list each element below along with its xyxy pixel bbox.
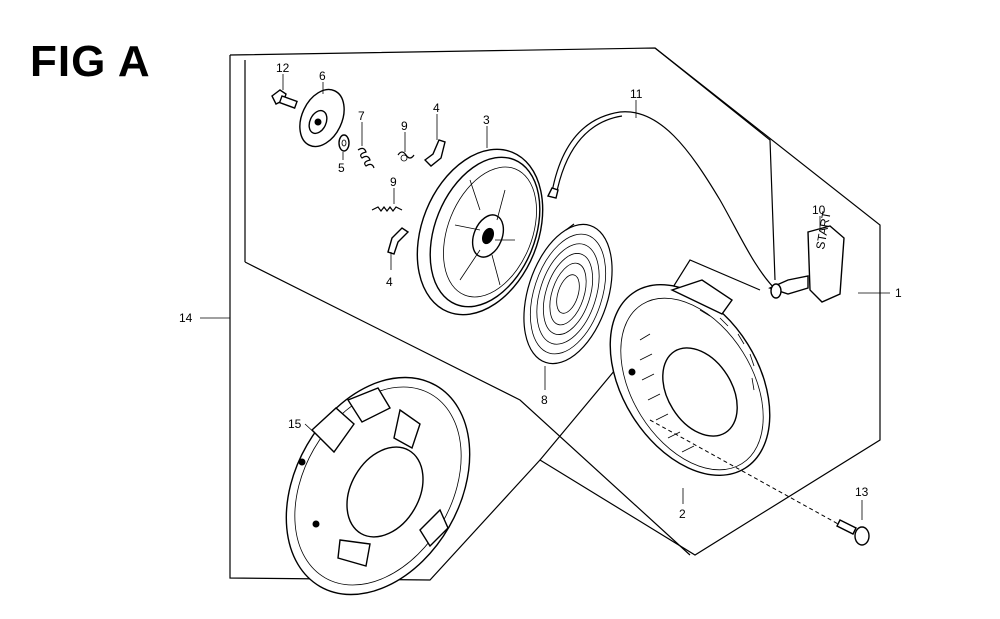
label-1: 1 xyxy=(895,286,902,300)
starter-rope-11 xyxy=(546,111,779,293)
part-labels: 12 6 7 5 9 4 3 9 4 8 11 10 1 2 13 14 15 xyxy=(179,61,902,521)
spring-9-upper xyxy=(397,151,415,162)
recoil-spring-8 xyxy=(523,223,613,365)
assembly-1-outline xyxy=(244,47,776,556)
label-11: 11 xyxy=(630,87,643,101)
handle-text: START xyxy=(813,210,834,251)
label-2: 2 xyxy=(679,507,686,521)
ratchet-plate-6 xyxy=(299,88,345,148)
label-10: 10 xyxy=(812,203,826,217)
label-4b: 4 xyxy=(386,275,393,289)
label-7: 7 xyxy=(358,109,365,123)
label-15: 15 xyxy=(288,417,302,431)
starter-case-2 xyxy=(609,279,771,476)
starter-handle-10: START xyxy=(768,210,845,303)
label-9b: 9 xyxy=(390,175,397,189)
label-6: 6 xyxy=(319,69,326,83)
spring-9-lower xyxy=(371,206,403,212)
pulley-cover-15 xyxy=(285,376,471,596)
assembly-14-outline xyxy=(229,47,881,581)
washer-5 xyxy=(338,134,350,152)
spring-7 xyxy=(357,147,375,169)
label-14: 14 xyxy=(179,311,193,325)
reel-3 xyxy=(416,148,544,316)
label-9a: 9 xyxy=(401,119,408,133)
label-12: 12 xyxy=(276,61,290,75)
label-4a: 4 xyxy=(433,101,440,115)
label-5: 5 xyxy=(338,161,345,175)
leader-lines xyxy=(200,74,890,526)
pawl-4-upper xyxy=(423,139,446,167)
bolt-12 xyxy=(271,89,298,109)
flange-bolt-13 xyxy=(836,519,870,546)
label-13: 13 xyxy=(855,485,869,499)
label-3: 3 xyxy=(483,113,490,127)
label-8: 8 xyxy=(541,393,548,407)
pawl-4-lower xyxy=(387,227,410,255)
figure-title: FIG A xyxy=(30,37,151,86)
